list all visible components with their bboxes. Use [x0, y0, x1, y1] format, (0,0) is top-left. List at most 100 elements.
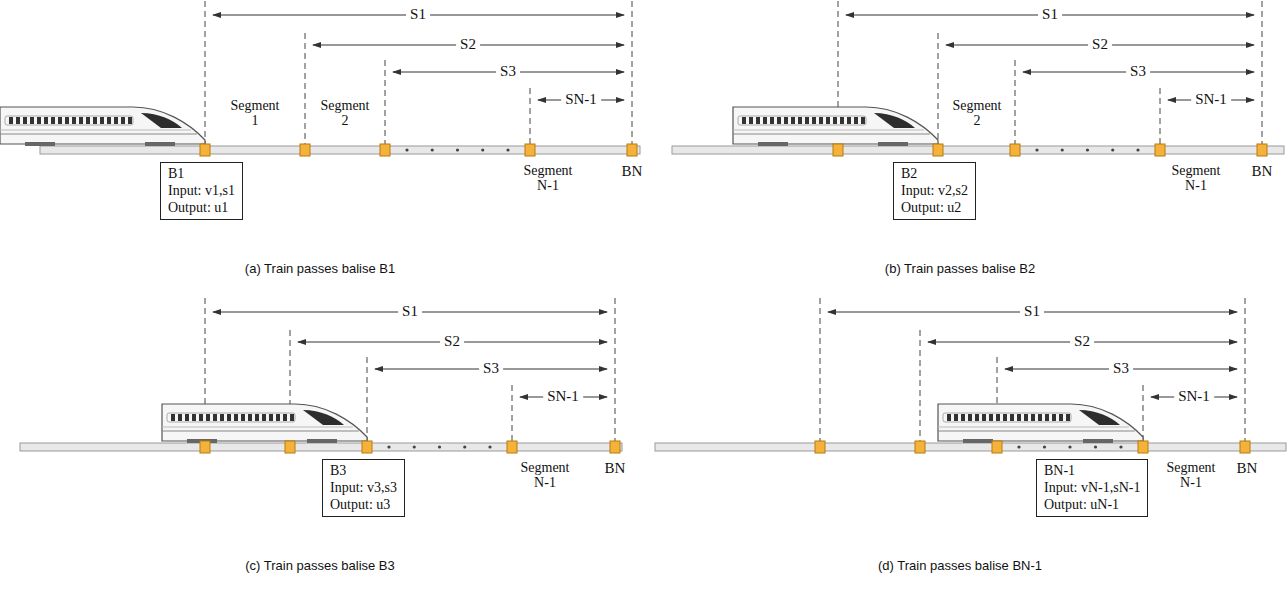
track [20, 443, 622, 451]
dashed-marker [1015, 60, 1016, 146]
track [672, 146, 1284, 154]
balise [1257, 144, 1267, 156]
balise-name: B2 [901, 165, 968, 182]
segment-label: Segment 1 [227, 98, 283, 128]
ellipsis-dot [438, 445, 441, 448]
ellipsis-dot [1111, 148, 1114, 151]
dashed-marker [512, 385, 513, 443]
io-text: Output: u2 [901, 199, 968, 216]
ellipsis-dot [1035, 148, 1038, 151]
subfigure-caption: (a) Train passes balise B1 [245, 260, 395, 277]
balise [627, 144, 637, 156]
balise [1010, 144, 1020, 156]
distance-label: S3 [479, 360, 503, 377]
balise [815, 441, 825, 453]
balise [525, 144, 535, 156]
balise [933, 144, 943, 156]
io-text: Input: vN-1,sN-1 [1044, 479, 1140, 496]
segment-label: Segment N-1 [1163, 460, 1219, 490]
io-text: Output: uN-1 [1044, 496, 1140, 513]
balise [992, 441, 1002, 453]
balise [1138, 441, 1148, 453]
balise-label: BN [1252, 163, 1273, 180]
distance-label: S3 [496, 63, 520, 80]
balise [300, 144, 310, 156]
balise-box: BN-1Input: vN-1,sN-1Output: uN-1 [1036, 459, 1148, 517]
segment-label: Segment N-1 [1168, 163, 1224, 193]
ellipsis-dot [405, 148, 408, 151]
balise-label: BN [622, 163, 643, 180]
ellipsis-dot [1086, 148, 1089, 151]
distance-label: S1 [406, 6, 430, 23]
dashed-marker [205, 1, 206, 146]
ellipsis-dot [1119, 445, 1122, 448]
dashed-marker [1262, 1, 1263, 146]
train [938, 404, 1143, 443]
dashed-marker [632, 1, 633, 146]
ellipsis-dot [456, 148, 459, 151]
io-text: Input: v1,s1 [168, 182, 235, 199]
distance-label: S2 [456, 36, 480, 53]
balise [380, 144, 390, 156]
distance-label: S2 [1070, 333, 1094, 350]
distance-label: S1 [1038, 6, 1062, 23]
ellipsis-dot [413, 445, 416, 448]
distance-label: S1 [398, 303, 422, 320]
balise [507, 441, 517, 453]
segment-label: Segment N-1 [520, 163, 576, 193]
segment-label: Segment N-1 [517, 460, 573, 490]
io-text: Input: v2,s2 [901, 182, 968, 199]
dashed-marker [615, 298, 616, 443]
balise-label: BN [605, 460, 626, 477]
distance-label: S3 [1109, 360, 1133, 377]
ellipsis-dot [1017, 445, 1020, 448]
ellipsis-dot [431, 148, 434, 151]
distance-label: SN-1 [1174, 388, 1214, 405]
dashed-marker [385, 60, 386, 146]
dashed-marker [1143, 385, 1144, 443]
balise [200, 441, 210, 453]
dashed-marker [820, 298, 821, 443]
distance-label: SN-1 [1191, 91, 1231, 108]
distance-label: SN-1 [543, 388, 583, 405]
subfigure-caption: (c) Train passes balise B3 [245, 557, 395, 574]
balise-box: B1Input: v1,s1Output: u1 [160, 162, 243, 220]
train [162, 404, 367, 443]
dashed-marker [530, 88, 531, 146]
ellipsis-dot [463, 445, 466, 448]
dashed-marker [1245, 298, 1246, 443]
ellipsis-dot [481, 148, 484, 151]
ellipsis-dot [1136, 148, 1139, 151]
balise [915, 441, 925, 453]
distance-label: S2 [1088, 36, 1112, 53]
balise [610, 441, 620, 453]
balise [362, 441, 372, 453]
ellipsis-dot [506, 148, 509, 151]
distance-label: SN-1 [561, 91, 601, 108]
ellipsis-dot [1043, 445, 1046, 448]
io-text: Output: u1 [168, 199, 235, 216]
io-text: Output: u3 [330, 496, 397, 513]
track [40, 146, 640, 154]
distance-label: S2 [440, 333, 464, 350]
track [655, 443, 1286, 451]
distance-label: S3 [1126, 63, 1150, 80]
balise-name: BN-1 [1044, 462, 1140, 479]
balise [833, 144, 843, 156]
subfigure-caption: (d) Train passes balise BN-1 [878, 557, 1042, 574]
train [0, 107, 205, 146]
dashed-marker [920, 330, 921, 443]
ellipsis-dot [1061, 148, 1064, 151]
balise-box: B2Input: v2,s2Output: u2 [893, 162, 976, 220]
balise [1240, 441, 1250, 453]
ellipsis-dot [387, 445, 390, 448]
distance-label: S1 [1020, 303, 1044, 320]
balise-box: B3Input: v3,s3Output: u3 [322, 459, 405, 517]
segment-label: Segment 2 [949, 98, 1005, 128]
balise [285, 441, 295, 453]
balise-label: BN [1237, 460, 1258, 477]
ellipsis-dot [1068, 445, 1071, 448]
balise [1155, 144, 1165, 156]
subfigure-caption: (b) Train passes balise B2 [885, 260, 1035, 277]
balise-name: B1 [168, 165, 235, 182]
